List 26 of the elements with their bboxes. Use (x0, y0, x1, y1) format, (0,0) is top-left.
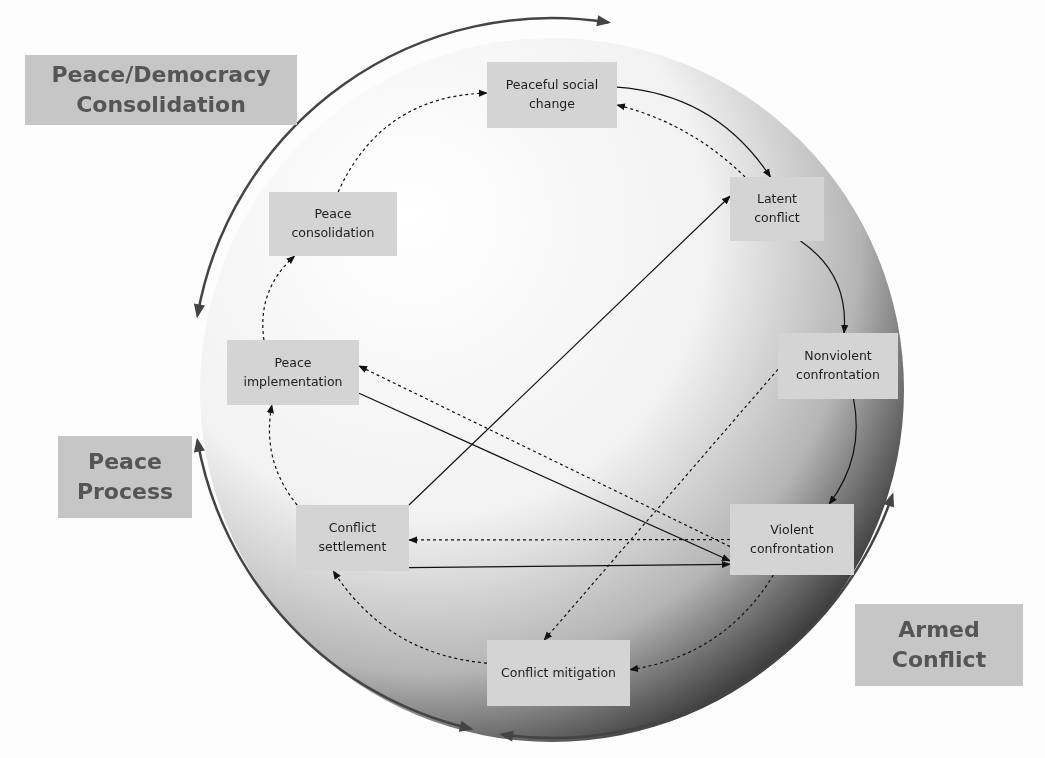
arrow (408, 560, 731, 569)
phase-label-box: Armed Conflict (855, 604, 1023, 686)
stage-box: Latent conflict (730, 177, 824, 241)
arrow (616, 86, 771, 178)
stage-box: Conflict mitigation (487, 640, 630, 706)
stage-box: Nonviolent confrontation (778, 333, 898, 399)
arrow (799, 240, 849, 334)
stage-box: Violent confrontation (730, 504, 854, 575)
arrow (828, 398, 857, 505)
dashed-arrow (629, 574, 774, 672)
dashed-arrow (616, 103, 746, 178)
phase-label-box: Peace/Democracy Consolidation (25, 55, 297, 125)
stage-box: Conflict settlement (296, 505, 409, 571)
phase-label-box: Peace Process (58, 436, 192, 518)
dashed-arrow (408, 536, 731, 544)
arrow (358, 392, 731, 562)
stage-box: Peaceful social change (487, 62, 617, 128)
dashed-arrow (332, 570, 488, 664)
dashed-arrow (262, 255, 296, 341)
dashed-arrow (543, 368, 779, 641)
dashed-arrow (358, 365, 731, 548)
dashed-arrow (337, 89, 488, 193)
dashed-arrow (267, 404, 298, 506)
arrow (408, 195, 731, 506)
stage-box: Peace implementation (227, 340, 359, 405)
stage-box: Peace consolidation (269, 192, 397, 256)
